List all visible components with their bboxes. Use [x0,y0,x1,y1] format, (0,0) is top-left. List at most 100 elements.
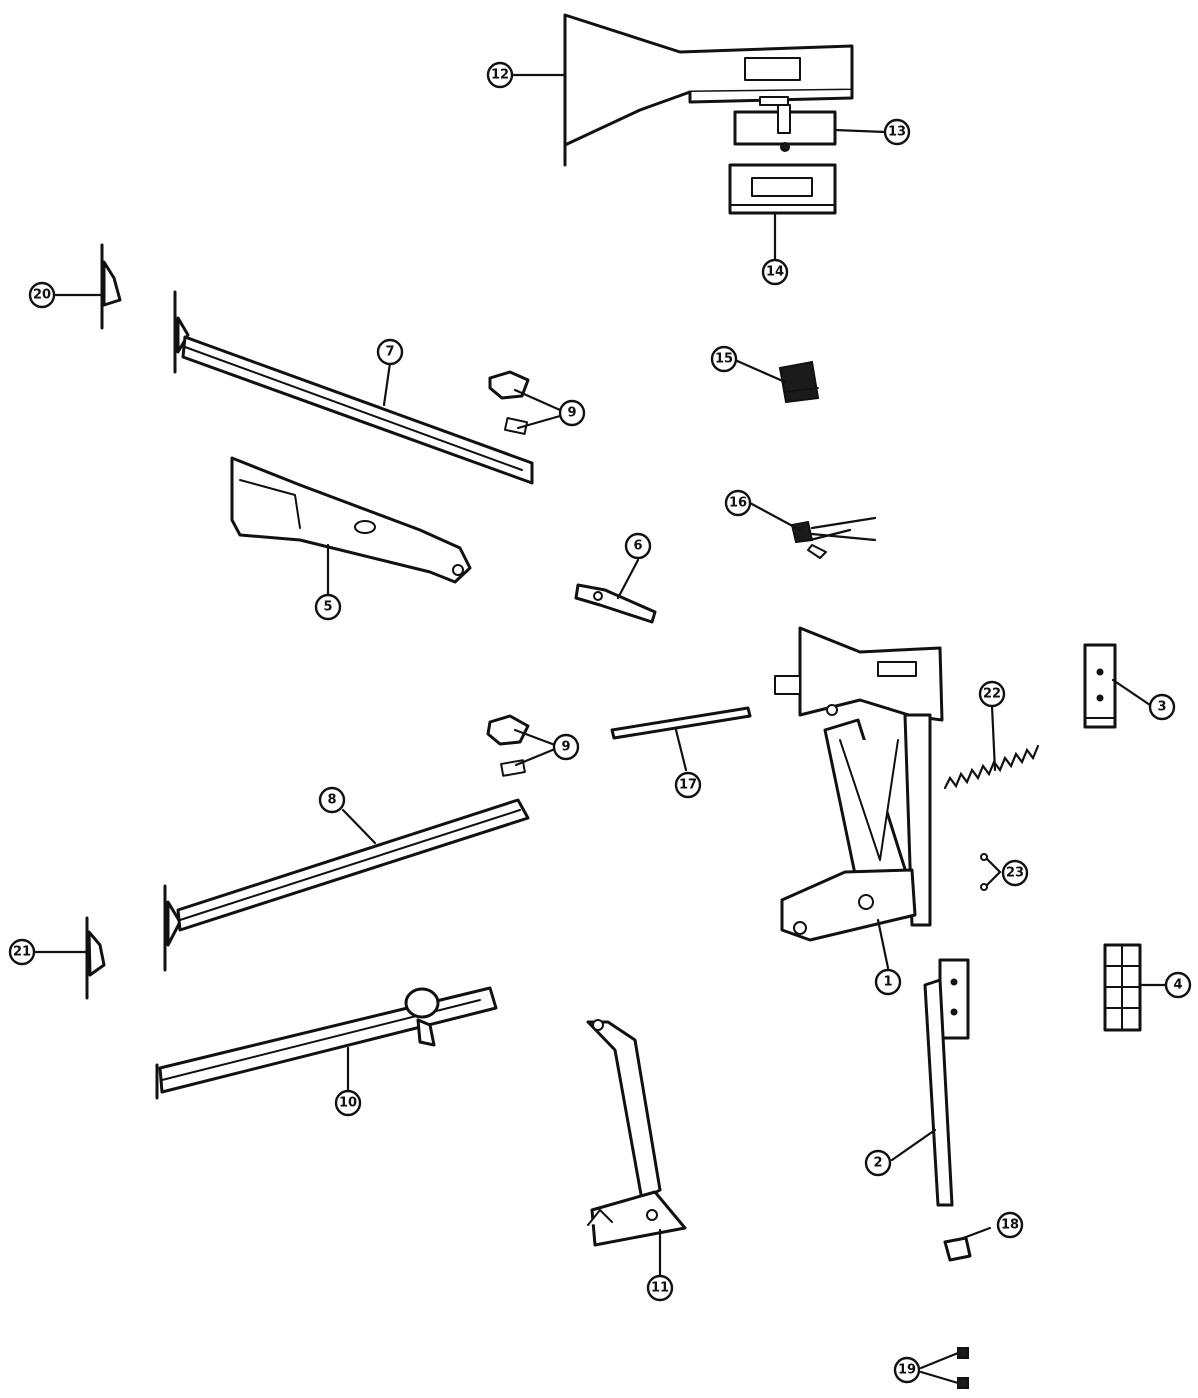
callout-circle [761,258,789,286]
callout-circle [1164,971,1192,999]
callout-circle [1001,859,1029,887]
callout-2: 2 [864,1149,892,1177]
part-7-arm-tube [173,290,534,485]
part-22-coil-spring [943,744,1040,790]
callout-label: 10 [339,1096,357,1111]
part-11-leg-frame [586,1019,687,1247]
callout-7: 7 [376,338,404,366]
callout-circle [28,281,56,309]
part-3-block [1083,643,1117,729]
callout-11: 11 [646,1274,674,1302]
callout-12: 12 [486,61,514,89]
part-10-adjustable-bar [155,986,498,1100]
part-8-arm-tube [163,798,530,972]
callout-3: 3 [1148,693,1176,721]
callout-label: 8 [327,793,336,808]
callout-6: 6 [624,532,652,560]
callout-label: 23 [1006,866,1024,881]
callout-circle [893,1356,921,1384]
part-13-clamp-block [733,104,837,152]
callout-label: 22 [983,687,1001,702]
callout-19: 19 [893,1356,921,1384]
part-12-top-plate [563,13,854,167]
callout-5: 5 [314,593,342,621]
callout-label: 6 [633,539,642,554]
callout-label: 4 [1173,978,1182,993]
callout-circle [314,593,342,621]
callout-label: 3 [1157,700,1166,715]
callout-15: 15 [710,345,738,373]
callout-circle [334,1089,362,1117]
callout-circle [874,968,902,996]
callout-4: 4 [1164,971,1192,999]
callout-label: 17 [679,778,697,793]
callout-label: 9 [567,406,576,421]
part-9-upper-bracket [488,370,530,435]
callout-label: 21 [13,945,31,960]
part-5-cradle [230,456,472,584]
part-17-rod [610,706,752,740]
callout-13: 13 [883,118,911,146]
callout-label: 16 [729,496,747,511]
callout-16: 16 [724,489,752,517]
callout-label: 5 [323,600,332,615]
part-4-tread-block [1103,943,1142,1032]
callout-label: 14 [766,265,784,280]
callout-circle [883,118,911,146]
callout-22: 22 [978,680,1006,708]
callout-circle [996,1211,1024,1239]
part-16-spring-clip [790,516,877,559]
callout-circle [318,786,346,814]
part-19-nuts [957,1347,969,1389]
callout-label: 12 [491,68,509,83]
callout-label: 18 [1001,1218,1019,1233]
callout-23: 23 [1001,859,1029,887]
callout-17: 17 [674,771,702,799]
callout-circle [376,338,404,366]
callout-1: 1 [874,968,902,996]
callout-18: 18 [996,1211,1024,1239]
part-2-vertical-post [923,958,970,1207]
callout-circle [674,771,702,799]
callout-circle [864,1149,892,1177]
callout-circle [646,1274,674,1302]
callout-circle [552,733,580,761]
callout-label: 7 [385,345,394,360]
callout-10: 10 [334,1089,362,1117]
part-9-lower-bracket [486,714,530,777]
callout-circle [710,345,738,373]
callout-circle [978,680,1006,708]
part-15-pad [778,360,820,404]
part-20-end-cap [100,243,122,330]
callout-8: 8 [318,786,346,814]
part-21-end-cap [85,916,106,1000]
callout-label: 9 [561,740,570,755]
part-18-knob [943,1226,992,1262]
callout-circle [724,489,752,517]
callout-label: 1 [883,975,892,990]
callout-circle [624,532,652,560]
callout-9: 9 [552,733,580,761]
callout-label: 19 [898,1363,916,1378]
callout-label: 20 [33,288,51,303]
callout-circle [486,61,514,89]
callout-9: 9 [558,399,586,427]
callout-21: 21 [8,938,36,966]
part-14-slide-block [728,163,837,215]
callout-label: 15 [715,352,733,367]
leader-lines [28,73,1167,1385]
callout-label: 2 [873,1156,882,1171]
callout-circle [558,399,586,427]
part-23-pins [980,853,1002,891]
callout-label: 11 [651,1281,669,1296]
callout-label: 13 [888,125,906,140]
callout-circle [8,938,36,966]
callout-circle [1148,693,1176,721]
callout-14: 14 [761,258,789,286]
callout-20: 20 [28,281,56,309]
part-1-main-frame [774,626,944,942]
part-6-latch-lever [574,583,657,624]
